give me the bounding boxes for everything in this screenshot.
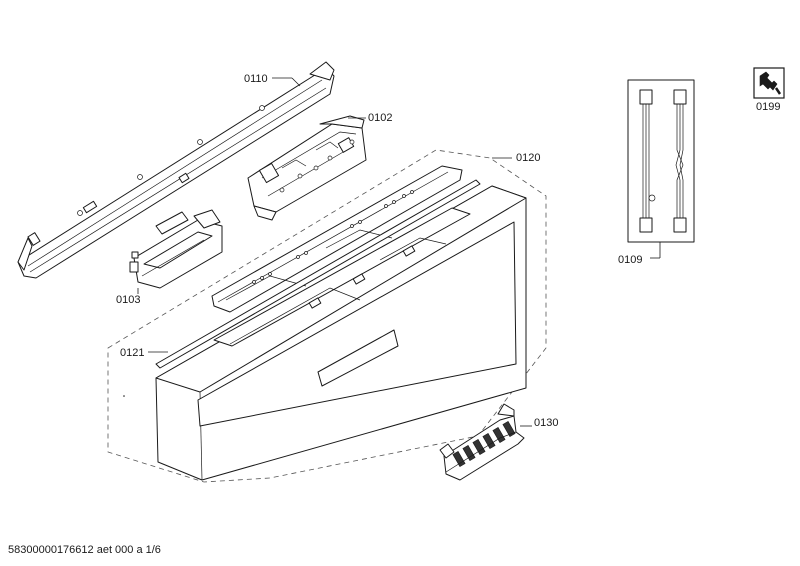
callout-0120: 0120 <box>516 152 540 164</box>
callout-0130: 0130 <box>534 417 558 429</box>
callout-0121: 0121 <box>120 347 144 359</box>
callout-0110: 0110 <box>244 73 268 85</box>
wrench-icon <box>753 67 785 99</box>
callout-0103: 0103 <box>116 294 140 306</box>
part-0102-control-module <box>247 115 367 221</box>
callout-0109: 0109 <box>618 254 642 266</box>
part-0103-display-module <box>129 209 223 289</box>
callout-0102: 0102 <box>368 112 392 124</box>
callout-0199: 0199 <box>756 101 780 113</box>
part-0130-clip <box>439 403 525 481</box>
part-0121-strip <box>155 179 481 369</box>
document-footer: 58300000176612 aet 000 a 1/6 <box>8 544 161 556</box>
part-0110-rail <box>17 61 335 279</box>
part-0109-wiring-harness <box>627 79 695 243</box>
part-0120-control-panel <box>155 185 527 481</box>
stray-dot <box>123 395 125 397</box>
